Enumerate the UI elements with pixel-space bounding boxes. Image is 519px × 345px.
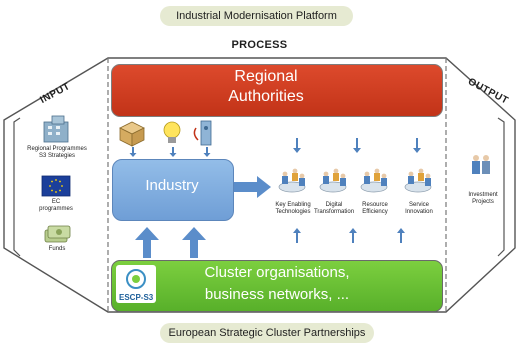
up-arrow-2: [349, 228, 357, 243]
process-meeting-icon-2: [319, 168, 347, 193]
industry-label: Industry: [145, 177, 199, 194]
process-meeting-icon-1: [278, 168, 306, 193]
escp-logo-icon: ESCP-S3: [119, 269, 154, 302]
process-step-line: Resource: [362, 202, 388, 208]
regional-line-1: Regional: [234, 68, 298, 85]
office-building-icon: [43, 115, 69, 143]
input-item-line: Funds: [48, 246, 66, 252]
input-bracket: [13, 117, 21, 257]
input-item-ec-programmes: EC programmes: [30, 199, 82, 213]
process-meeting-icon-4: [404, 168, 432, 193]
cluster-bar: [111, 260, 443, 312]
platform-title: Industrial Modernisation Platform: [160, 6, 353, 26]
regional-line-2: Authorities: [228, 88, 304, 105]
cluster-label: Cluster organisations, business networks…: [186, 262, 368, 306]
input-item-line: programmes: [39, 206, 73, 212]
process-step-line: Efficiency: [362, 209, 388, 215]
up-arrow-3: [397, 228, 405, 243]
down-arrow-2: [353, 138, 361, 153]
down-arrow-3: [413, 138, 421, 153]
input-item-funds: Funds: [36, 246, 78, 253]
up-arrow-1: [293, 228, 301, 243]
process-step-line: Digital: [325, 202, 343, 208]
process-step-line: Technologies: [275, 209, 311, 215]
cluster-line-1: Cluster organisations,: [204, 264, 350, 281]
small-arrow-3: [203, 147, 211, 157]
industry-to-process-arrow: [233, 176, 271, 198]
lightbulb-icon: [163, 121, 181, 143]
input-item-line: Regional Programmes: [27, 146, 87, 152]
investors-icon: [472, 155, 490, 174]
industry-box: [112, 159, 234, 221]
small-arrow-2: [169, 147, 177, 157]
input-item-line: S3 Strategies: [38, 153, 76, 159]
process-step-line: Innovation: [405, 209, 433, 215]
cluster-up-arrow-left: [135, 227, 159, 258]
security-device-icon: [193, 120, 212, 146]
eu-flag-icon: [41, 175, 71, 197]
process-meeting-icon-3: [360, 168, 388, 193]
process-title: PROCESS: [231, 39, 288, 51]
cluster-up-arrow-right: [182, 227, 206, 258]
input-item-line: EC: [51, 199, 61, 205]
process-step-line: Key Enabling: [275, 202, 311, 208]
input-item-regional-programmes: Regional Programmes S3 Strategies: [14, 146, 100, 160]
cluster-line-2: business networks, ...: [204, 286, 350, 303]
output-item-line: Projects: [472, 199, 494, 205]
small-arrow-1: [129, 147, 137, 157]
footer-title: European Strategic Cluster Partnerships: [160, 323, 374, 343]
process-frame: [3, 57, 516, 313]
process-step-digital: Digital Transformation: [308, 202, 360, 216]
process-step-service: Service Innovation: [396, 202, 442, 216]
regional-authorities-bar: [111, 64, 443, 117]
money-stack-icon: [44, 225, 71, 243]
output-item-line: Investment: [468, 192, 498, 198]
regional-authorities-label: Regional Authorities: [185, 67, 347, 107]
escp-logo-text: ESCP-S3: [119, 293, 154, 302]
escp-s3-logo: ESCP-S3: [116, 265, 156, 303]
down-arrow-1: [293, 138, 301, 153]
package-icon: [119, 121, 145, 147]
output-item-investment-projects: Investment Projects: [458, 192, 508, 206]
process-step-resource: Resource Efficiency: [352, 202, 398, 216]
process-step-line: Transformation: [313, 209, 355, 215]
process-step-line: Service: [408, 202, 429, 208]
output-bracket: [497, 117, 505, 257]
process-step-key-enabling: Key Enabling Technologies: [268, 202, 318, 216]
